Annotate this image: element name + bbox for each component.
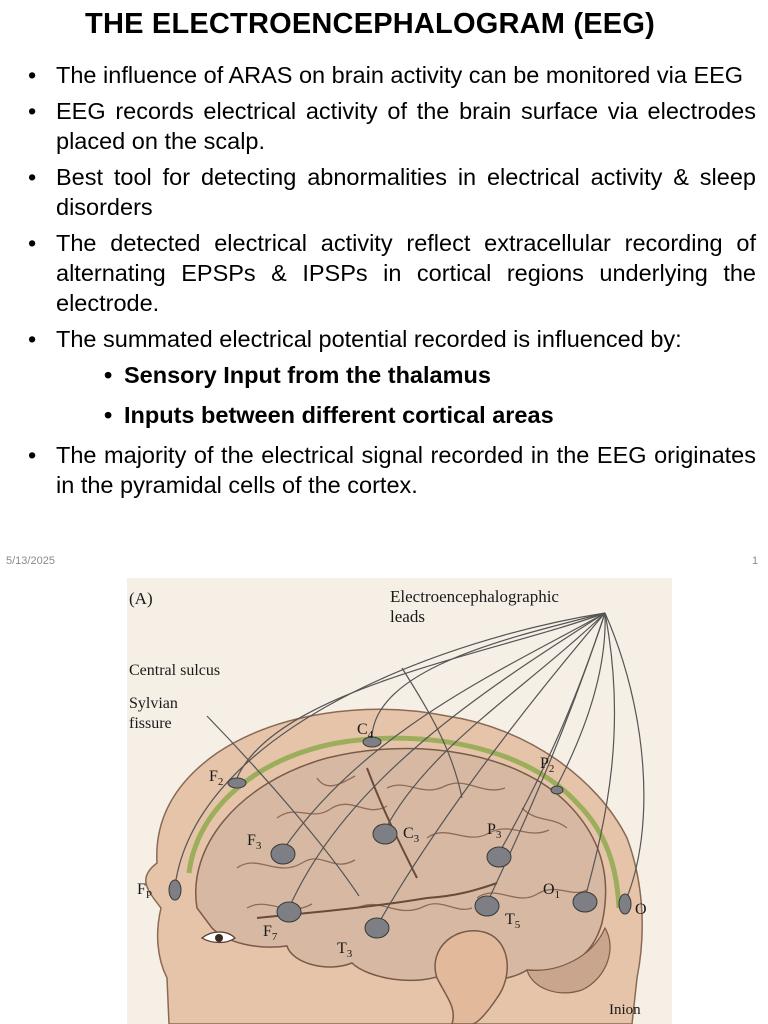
eeg-head-illustration: (A) Electroencephalographic leads Centra…	[127, 578, 672, 1024]
leads-label-line2: leads	[390, 607, 425, 626]
bullet-item: The majority of the electrical signal re…	[28, 440, 756, 500]
electrode-f3	[270, 843, 296, 865]
central-sulcus-line	[366, 767, 418, 879]
electrode-fp	[168, 879, 182, 901]
panel-label: (A)	[129, 589, 153, 608]
slide-number: 1	[752, 555, 759, 567]
sub-bullet-item: •Sensory Input from the thalamus	[104, 362, 491, 388]
ear	[434, 930, 508, 1024]
electrode-labels: C4 F2 P2 F3 C3 P3 FP O1 O T5 F7 T3	[137, 721, 647, 960]
leads-label-line1: Electroencephalographic	[390, 587, 559, 606]
electrode-t3	[364, 917, 390, 939]
bullet-item: Best tool for detecting abnormalities in…	[28, 162, 756, 222]
label-fp: FP	[137, 881, 152, 901]
sylvian-label-line1: Sylvian	[129, 695, 178, 712]
sub-bullet-text: Inputs between different cortical areas	[124, 402, 554, 428]
label-t5: T5	[505, 911, 521, 931]
label-f3: F3	[247, 832, 262, 852]
label-o: O	[635, 901, 647, 918]
electrode-f2	[227, 777, 247, 789]
label-c4: C4	[357, 721, 374, 741]
bullet-list: The influence of ARAS on brain activity …	[28, 60, 756, 506]
bullet-item: The detected electrical activity reflect…	[28, 228, 756, 318]
bullet-item: The summated electrical potential record…	[28, 324, 756, 354]
electrode-p3	[486, 846, 512, 868]
page-title: THE ELECTROENCEPHALOGRAM (EEG)	[85, 8, 655, 40]
electrodes	[168, 736, 632, 939]
sub-bullet-text: Sensory Input from the thalamus	[124, 362, 491, 388]
electrode-c3	[372, 823, 398, 845]
sub-bullet-item: •Inputs between different cortical areas	[104, 402, 554, 428]
label-t3: T3	[337, 940, 353, 960]
label-f7: F7	[263, 923, 278, 943]
label-c3: C3	[403, 825, 420, 845]
slide: THE ELECTROENCEPHALOGRAM (EEG) The influ…	[0, 0, 768, 575]
sylvian-label-line2: fissure	[129, 715, 172, 732]
inion-label: Inion	[609, 1002, 641, 1018]
bullet-item: EEG records electrical activity of the b…	[28, 96, 756, 156]
electrode-f7	[276, 901, 302, 923]
slide-date: 5/13/2025	[6, 555, 55, 567]
electrode-o	[618, 893, 632, 915]
pupil	[215, 934, 223, 942]
central-sulcus-label: Central sulcus	[129, 662, 220, 679]
label-f2: F2	[209, 768, 223, 788]
label-o1: O1	[543, 881, 560, 901]
electrode-c4	[362, 736, 382, 748]
label-p2: P2	[540, 755, 554, 775]
cerebellum	[526, 926, 611, 994]
label-p3: P3	[487, 821, 502, 841]
electrode-o1	[572, 891, 598, 913]
lead-wires	[174, 612, 645, 927]
electrode-p2	[550, 785, 564, 795]
eeg-figure: (A) Electroencephalographic leads Centra…	[127, 578, 672, 1024]
skull-band	[186, 735, 622, 909]
bullet-item: The influence of ARAS on brain activity …	[28, 60, 756, 90]
electrode-t5	[474, 895, 500, 917]
